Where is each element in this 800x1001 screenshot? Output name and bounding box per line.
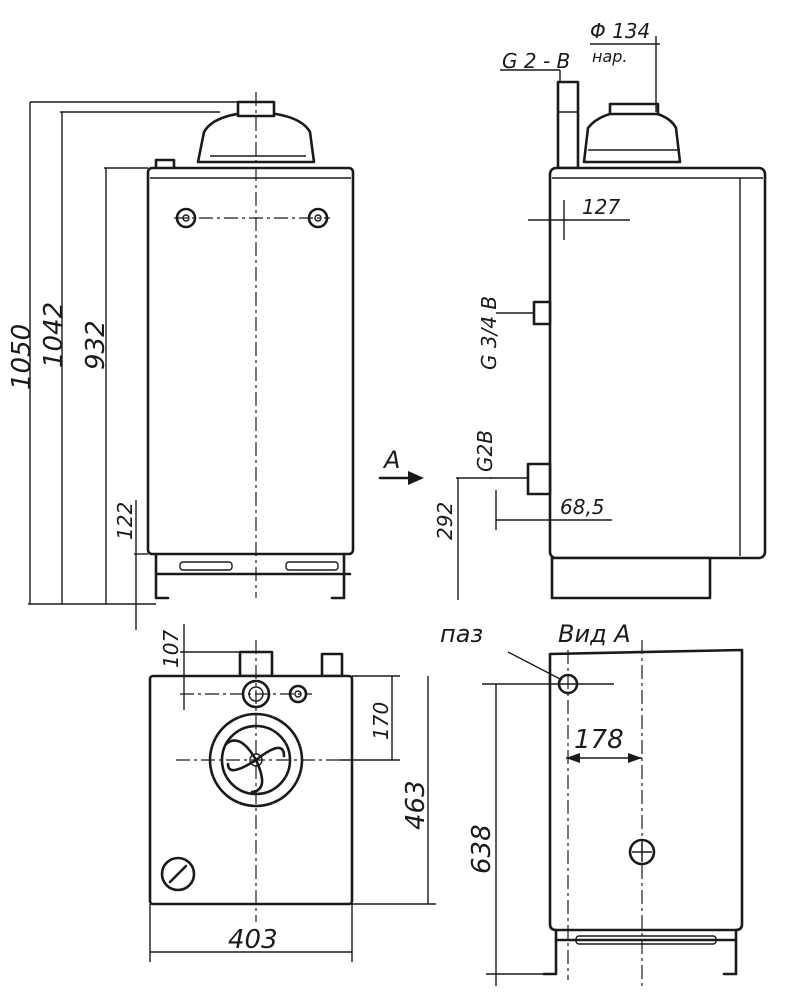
side-top-pipe (556, 80, 580, 170)
view-a: паз Вид А 178 638 (440, 620, 744, 990)
dim-top-offset: 107 (159, 630, 183, 668)
view-arrow-a: A (378, 446, 424, 485)
dim-depth: 463 (401, 780, 431, 830)
top-view: 107 170 463 403 (148, 624, 436, 962)
top-body (148, 674, 354, 906)
view-a-legs (542, 928, 738, 976)
dim-height-flue: 1042 (39, 302, 69, 368)
side-low-pipe (526, 462, 552, 496)
view-a-body (548, 648, 744, 932)
dim-low-pipe-offset: 68,5 (560, 495, 605, 519)
pipe-mid-label: G 3/4 B (477, 296, 501, 370)
flue-diameter: Φ 134 (590, 19, 650, 43)
dim-leg-height: 122 (113, 502, 137, 540)
side-flue-cap (582, 108, 682, 164)
svg-text:A: A (382, 446, 400, 474)
front-legs (154, 552, 352, 600)
pipe-low-label: G2B (473, 430, 497, 472)
flue-note: нар. (592, 47, 628, 66)
side-mid-pipe (532, 300, 552, 326)
dim-burner-offset: 170 (369, 702, 393, 740)
slot-label: паз (440, 620, 483, 648)
dim-total-height: 1050 (7, 324, 37, 390)
dim-body-height: 932 (81, 320, 111, 370)
view-title: Вид А (558, 620, 631, 648)
pipe-top-label: G 2 - B (502, 49, 570, 73)
dim-height: 638 (467, 824, 497, 874)
dim-width: 403 (228, 925, 278, 955)
front-view: 1050 1042 932 122 (7, 92, 355, 630)
front-body (146, 166, 355, 556)
top-gauge-icon (160, 856, 196, 892)
dim-slot-offset: 178 (574, 725, 624, 755)
top-pipe-right (320, 652, 344, 678)
dim-flue-offset: 127 (582, 195, 620, 219)
side-view: G 2 - B Φ 134 нар. 127 G 3/4 B G2B 292 6… (378, 19, 767, 600)
dim-low-pipe-height: 292 (433, 502, 457, 540)
